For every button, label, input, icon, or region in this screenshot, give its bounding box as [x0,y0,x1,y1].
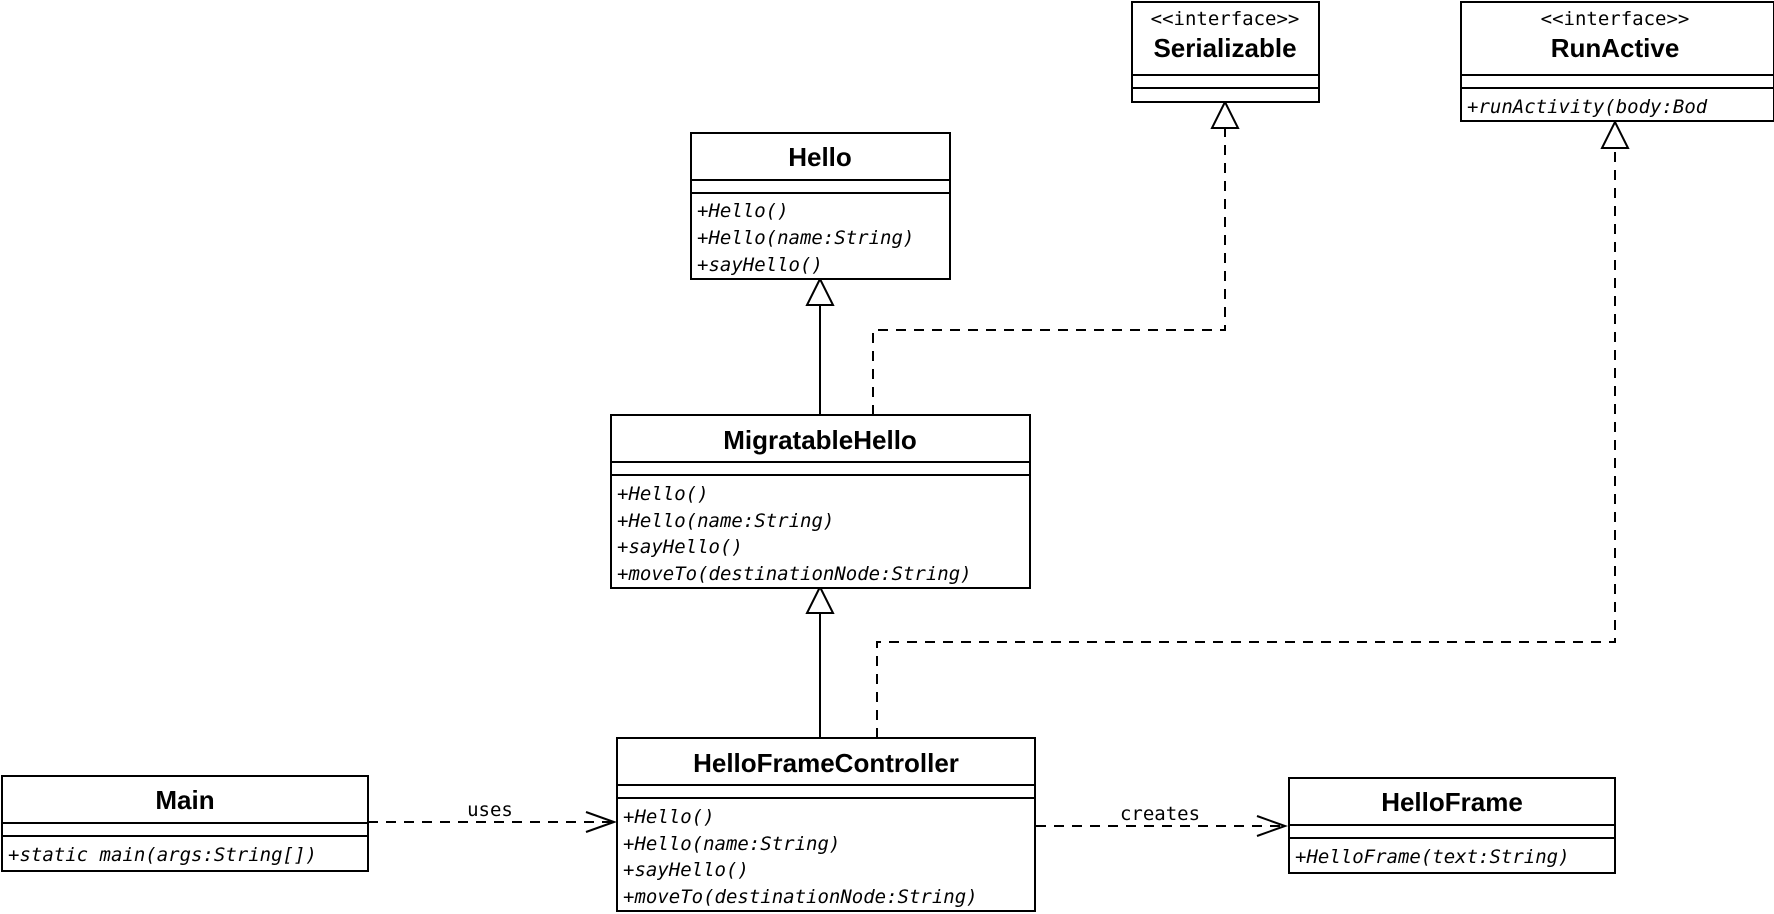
class-runactive[interactable]: <<interface>> RunActive +runActivity(bod… [1460,1,1774,122]
helloframe-operation: +HelloFrame(text:String) [1295,846,1570,868]
main-operation: +static main(args:String[]) [8,844,317,866]
helloframecontroller-operation: +sayHello() [623,859,749,881]
generalization-helloframecontroller-to-migratablehello [805,584,835,738]
class-main[interactable]: Main +static main(args:String[]) [1,775,369,872]
serializable-name: Serializable [1153,33,1296,63]
dependency-controller-creates-helloframe: creates [1036,803,1288,837]
dependency-main-uses-helloframecontroller: uses [368,799,617,833]
runactive-operation: +runActivity(body:Bod [1467,96,1708,118]
hello-operation: +Hello(name:String) [697,227,914,249]
migratablehello-operation: +sayHello() [617,536,743,558]
helloframe-name: HelloFrame [1381,787,1523,817]
class-serializable[interactable]: <<interface>> Serializable [1131,1,1320,103]
serializable-stereotype: <<interface>> [1151,8,1300,30]
realization-helloframecontroller-to-runactive [876,119,1630,738]
runactive-stereotype: <<interface>> [1541,8,1690,30]
helloframecontroller-operation: +moveTo(destinationNode:String) [623,886,978,908]
class-hello[interactable]: Hello +Hello() +Hello(name:String) +sayH… [690,132,951,280]
realization-migratablehello-to-serializable [872,99,1240,415]
runactive-name: RunActive [1551,33,1680,63]
main-name: Main [155,785,214,815]
class-helloframecontroller[interactable]: HelloFrameController +Hello() +Hello(nam… [616,737,1036,912]
migratablehello-operation: +Hello() [617,483,709,505]
hello-operation: +sayHello() [697,254,823,276]
uses-label: uses [467,799,513,821]
hello-operation: +Hello() [697,200,789,222]
hello-name: Hello [788,142,852,172]
generalization-migratablehello-to-hello [805,276,835,415]
helloframecontroller-operation: +Hello() [623,806,715,828]
creates-label: creates [1120,803,1200,825]
migratablehello-operation: +moveTo(destinationNode:String) [617,563,972,585]
class-migratablehello[interactable]: MigratableHello +Hello() +Hello(name:Str… [610,414,1031,589]
helloframecontroller-operation: +Hello(name:String) [623,833,840,855]
migratablehello-operation: +Hello(name:String) [617,510,834,532]
migratablehello-name: MigratableHello [723,425,917,455]
helloframecontroller-name: HelloFrameController [693,748,959,778]
class-helloframe[interactable]: HelloFrame +HelloFrame(text:String) [1288,777,1616,874]
